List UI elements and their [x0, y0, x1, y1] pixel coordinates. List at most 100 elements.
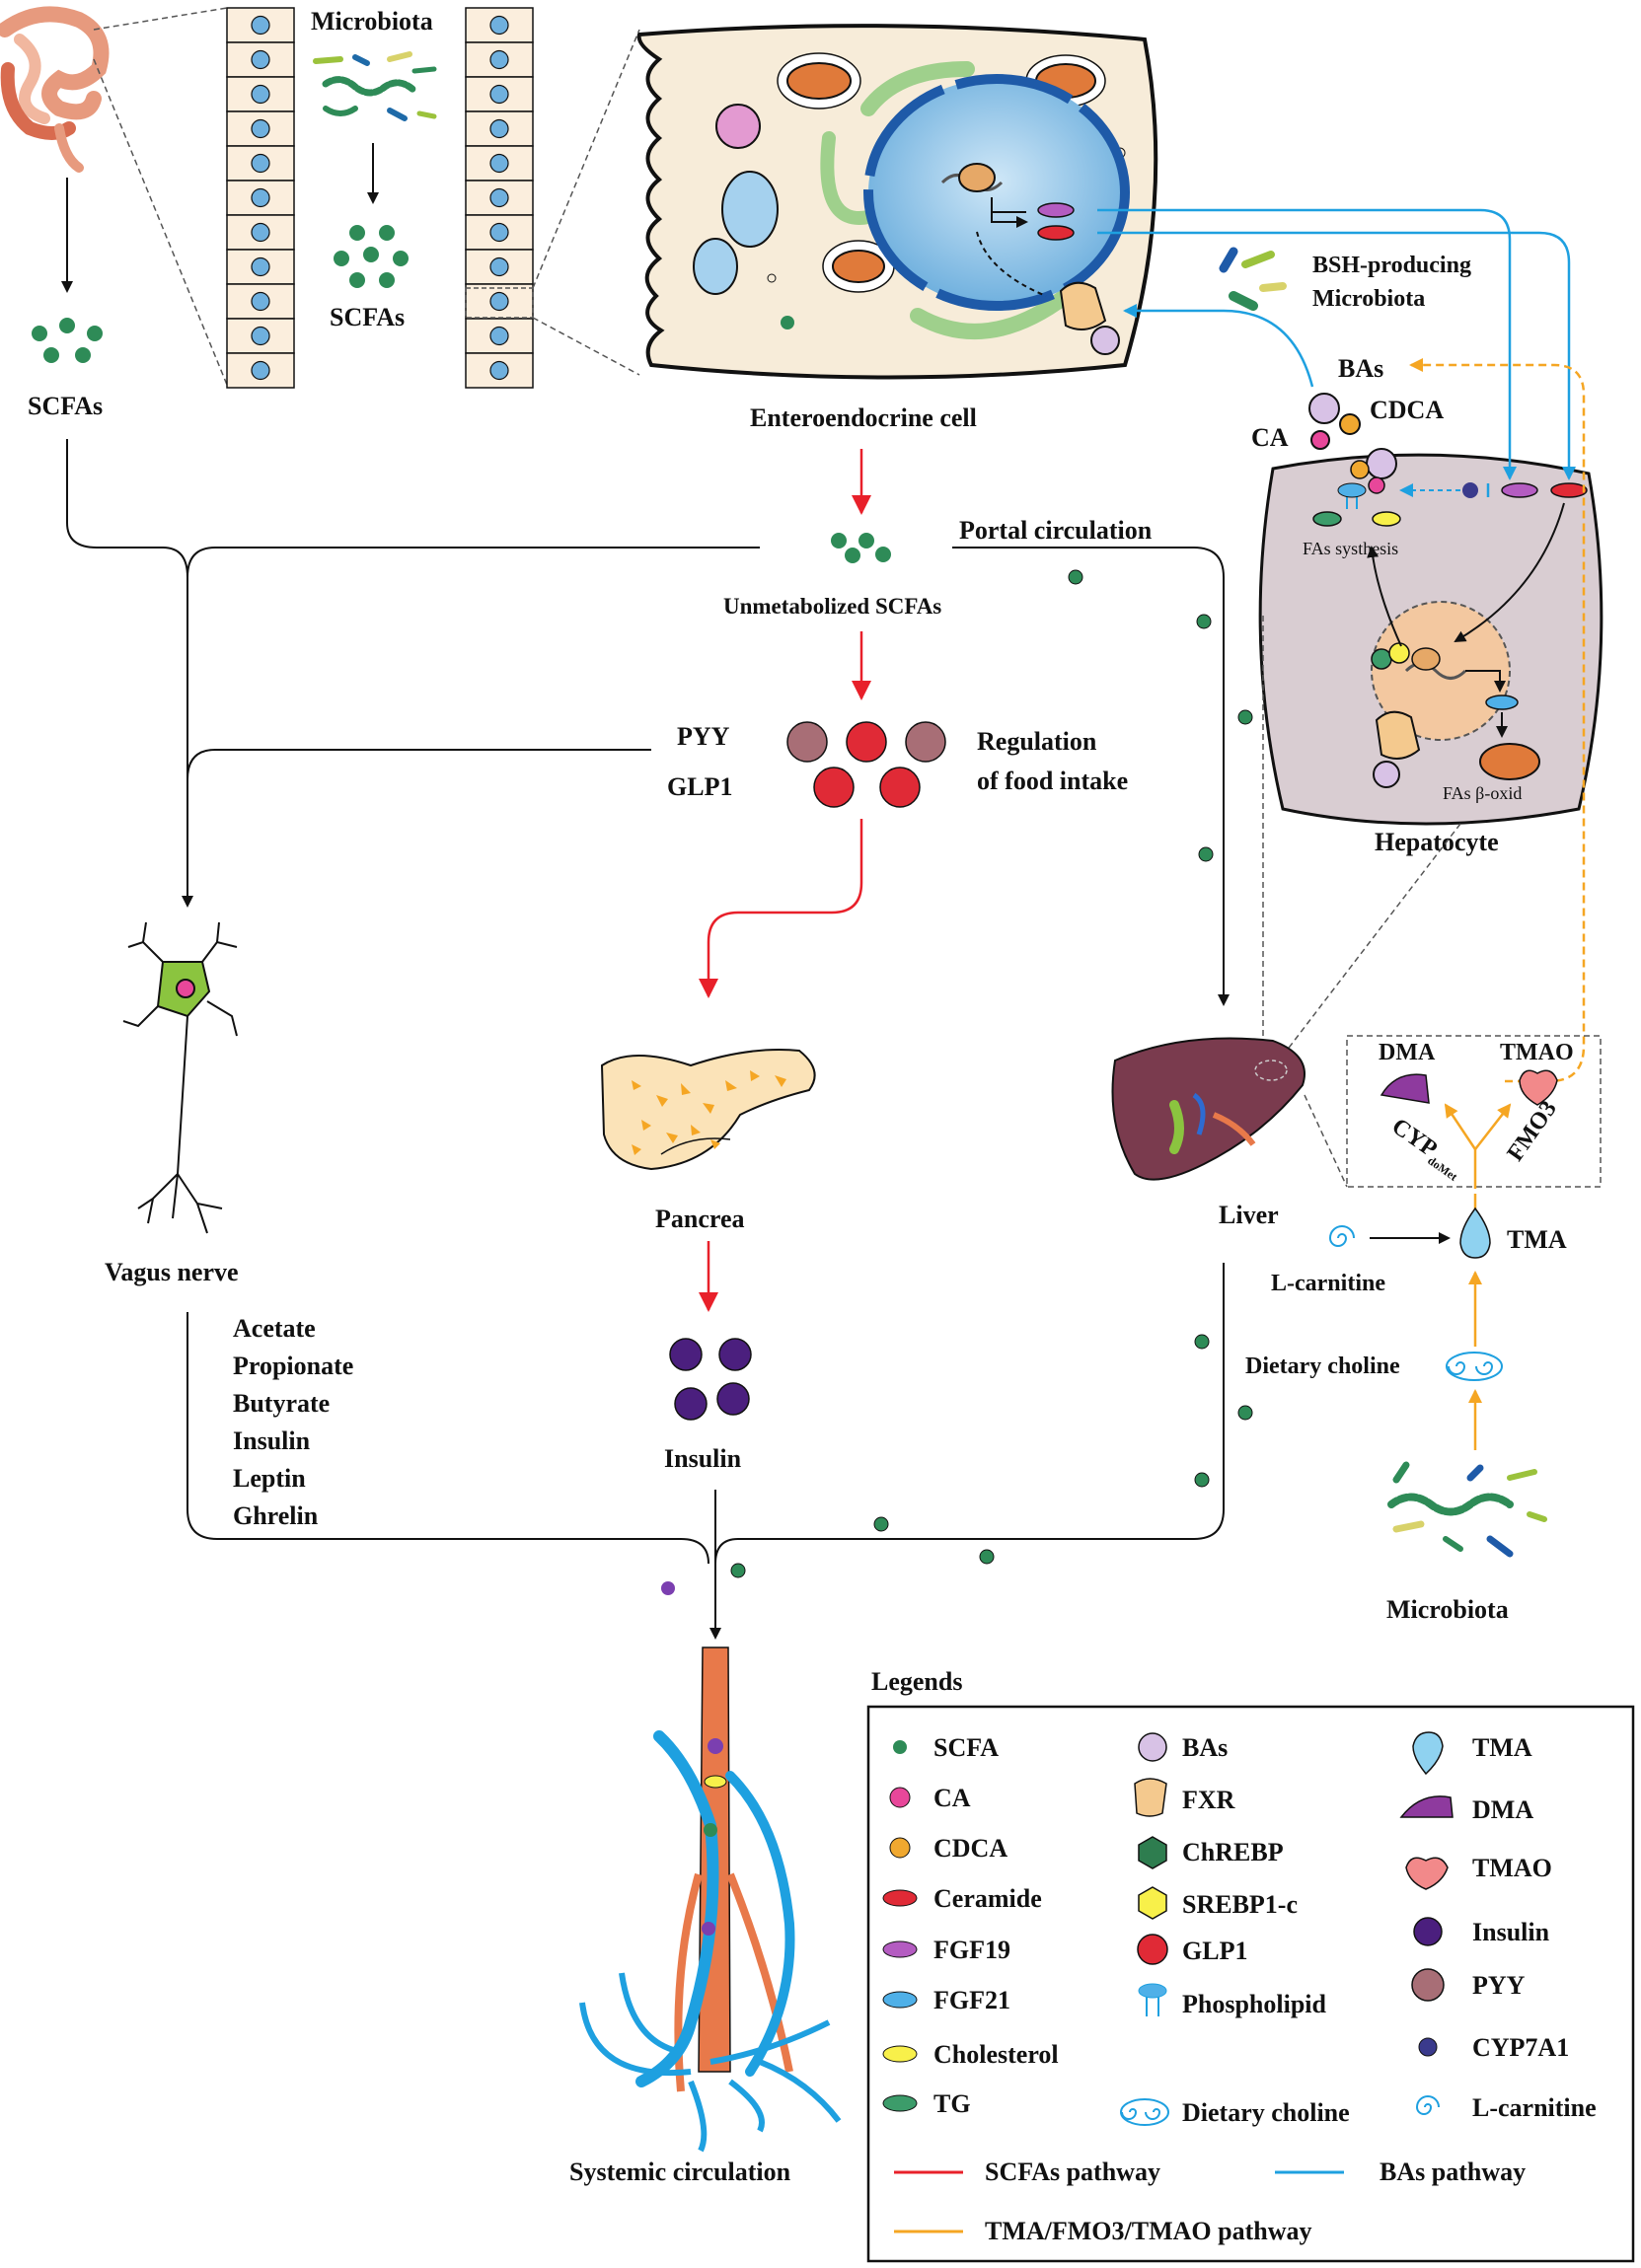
tma-oxidation-box — [1346, 1035, 1602, 1188]
pyy-label: PYY — [677, 722, 730, 751]
vagus-label: Vagus nerve — [105, 1258, 239, 1286]
legend-label: Insulin — [1472, 1918, 1550, 1946]
epithelial-nucleus — [251, 49, 270, 70]
enteroendocrine-cell — [636, 24, 1158, 380]
legend-col1-labels: SCFA CA CDCA CeramideFGF19FGF21CholesterolT… — [933, 1733, 1059, 2118]
mediator-item: Leptin — [233, 1464, 306, 1493]
legend-label: BAs — [1182, 1733, 1228, 1762]
bsh-label-1: BSH-producing — [1312, 253, 1471, 278]
bsh-microbiota-icon — [1219, 247, 1287, 311]
scfa-dots-mid — [334, 225, 409, 288]
epithelium-column-right — [465, 7, 534, 389]
legend-label: TMA — [1472, 1733, 1532, 1762]
scfas-mid-label: SCFAs — [330, 303, 405, 331]
pyy-dot — [905, 721, 946, 763]
legend-swatch-ca — [889, 1787, 911, 1808]
legend-pathway-label: SCFAs pathway — [985, 2158, 1160, 2186]
bas-label: BAs — [1338, 354, 1383, 383]
epithelial-nucleus — [489, 153, 509, 174]
intestine-illustration — [0, 6, 110, 173]
epithelial-nucleus — [251, 256, 270, 277]
phospholipid-icon — [1138, 1983, 1167, 2016]
epithelial-nucleus — [251, 326, 270, 346]
legend-title: Legends — [871, 1667, 962, 1696]
liver-label: Liver — [1219, 1201, 1279, 1229]
legend-col3 — [1399, 1731, 1454, 2115]
legend-label: L-carnitine — [1472, 2093, 1597, 2122]
epithelial-nucleus — [489, 49, 509, 70]
dietary-choline-icon — [1446, 1352, 1503, 1381]
epithelial-nucleus — [251, 222, 270, 243]
legend-label: FGF21 — [933, 1986, 1010, 2014]
pancreas-illustration — [600, 1049, 816, 1171]
epithelial-nucleus — [251, 15, 270, 36]
legend-label: TMAO — [1472, 1854, 1552, 1882]
legend-col2-labels: BAsFXRChREBPSREBP1-cGLP1PhospholipidDiet… — [1182, 1733, 1350, 2127]
legend-swatch-cdca — [889, 1837, 911, 1859]
epithelial-nucleus — [251, 187, 270, 208]
scfas-left-label: SCFAs — [28, 392, 103, 420]
dma-legend-icon — [1399, 1795, 1454, 1818]
tma-drop-icon — [1459, 1207, 1491, 1259]
scfa-dots-left — [32, 318, 103, 363]
legend-swatch-cholesterol — [882, 2045, 918, 2063]
epithelial-nucleus — [489, 222, 509, 243]
legend-swatch-glp1 — [1137, 1934, 1168, 1965]
legend-label: SREBP1-c — [1182, 1890, 1298, 1919]
tmao-legend-icon — [1405, 1857, 1449, 1890]
liver-illustration — [1111, 1037, 1305, 1181]
legend-label: CDCA — [933, 1834, 1007, 1863]
legend-pathway-label: TMA/FMO3/TMAO pathway — [985, 2217, 1312, 2245]
epithelial-nucleus — [251, 291, 270, 312]
portal-scfa-dots — [1068, 569, 1253, 862]
legend-label: Phospholipid — [1182, 1990, 1327, 2018]
legend-swatch-cyp7a1 — [1418, 2037, 1438, 2057]
epithelial-nucleus — [489, 291, 509, 312]
glp1-dot — [879, 767, 921, 808]
glp1-dot — [846, 721, 887, 763]
microbiota-top-cluster — [313, 51, 437, 121]
legend-label: CYP7A1 — [1472, 2033, 1569, 2062]
dietary-choline-label: Dietary choline — [1245, 1353, 1400, 1379]
legend-label: Cholesterol — [933, 2040, 1059, 2069]
portal-label: Portal circulation — [959, 516, 1153, 545]
epithelial-nucleus — [489, 84, 509, 105]
enteroendocrine-label: Enteroendocrine cell — [750, 403, 977, 432]
epithelial-nucleus — [489, 326, 509, 346]
l-carnitine-icon — [1328, 1225, 1355, 1247]
legend-swatch-pyy — [1411, 1968, 1445, 2002]
legend-col1 — [882, 1740, 918, 2112]
mediator-item: Butyrate — [233, 1389, 330, 1418]
epithelial-nucleus — [251, 84, 270, 105]
legend-label: Ceramide — [933, 1884, 1042, 1913]
systemic-circulation-illustration — [579, 1646, 842, 2153]
epithelial-nucleus — [489, 15, 509, 36]
legend-label: Dietary choline — [1182, 2098, 1350, 2127]
hepatocyte-label: Hepatocyte — [1375, 828, 1499, 856]
chrebp-icon — [1138, 1836, 1167, 1869]
legend-label: TG — [933, 2089, 971, 2118]
epithelial-nucleus — [489, 187, 509, 208]
glp1-label: GLP1 — [667, 772, 732, 801]
mediator-item: Propionate — [233, 1352, 353, 1380]
legend-swatch-fgf19 — [882, 1940, 918, 1958]
systemic-scfa-dots — [730, 1334, 1253, 1578]
legend-label: GLP1 — [1182, 1937, 1247, 1965]
bsh-label-2: Microbiota — [1312, 286, 1425, 312]
insulin-label: Insulin — [664, 1444, 742, 1473]
dma-label: DMA — [1379, 1040, 1436, 1065]
dma-shape — [1380, 1073, 1430, 1104]
fxr-icon — [1134, 1778, 1167, 1817]
pancrea-label: Pancrea — [655, 1205, 745, 1233]
legend-label: CA — [933, 1784, 971, 1812]
legend-label: DMA — [1472, 1795, 1533, 1824]
legend-swatch-tg — [882, 2094, 918, 2112]
legend-label: PYY — [1472, 1971, 1526, 2000]
epithelial-nucleus — [251, 360, 270, 381]
legend-label: FGF19 — [933, 1936, 1010, 1964]
systemic-label: Systemic circulation — [569, 2158, 791, 2186]
tmao-heart — [1519, 1069, 1558, 1106]
legend-label: SCFA — [933, 1733, 999, 1762]
